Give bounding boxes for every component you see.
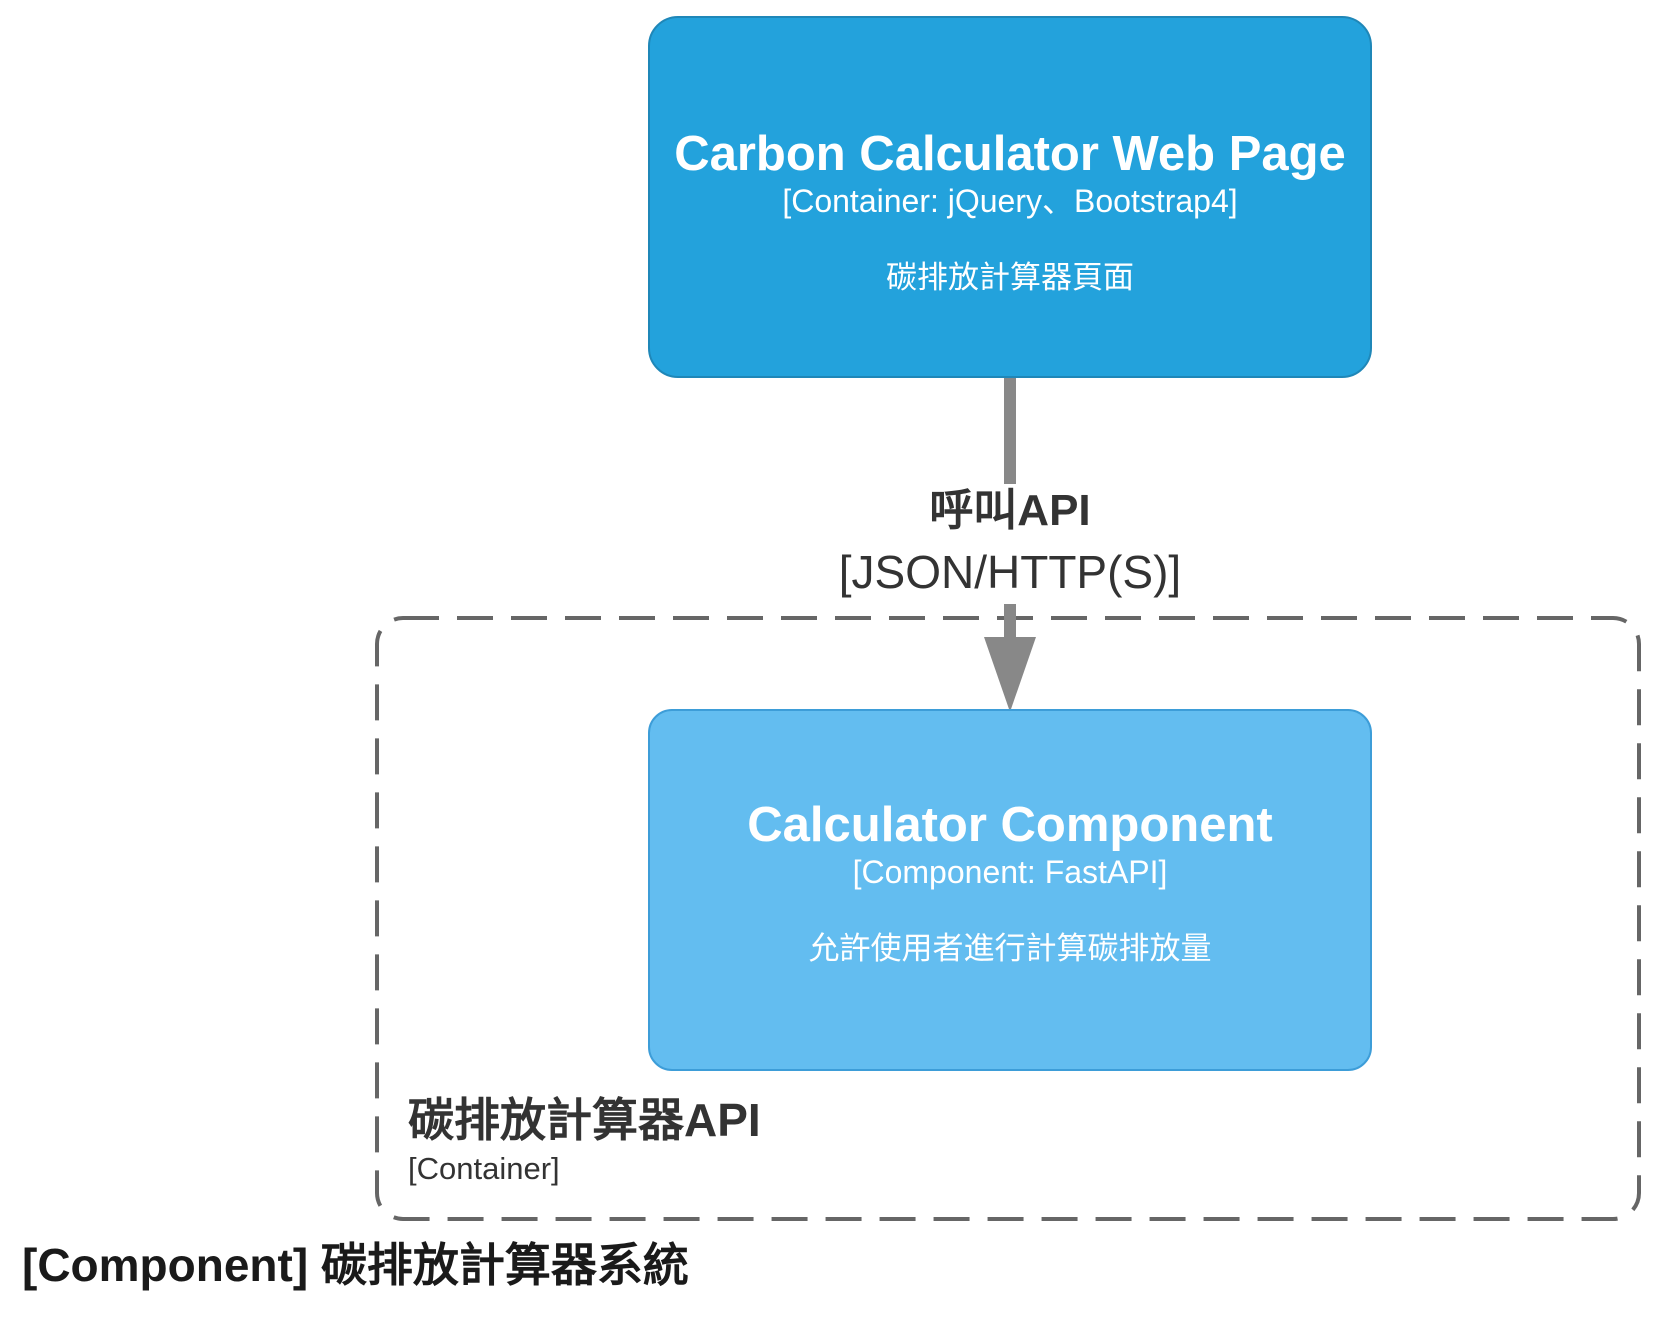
diagram-title: [Component] 碳排放計算器系統 (22, 1239, 689, 1291)
web-page-technology: [Container: jQuery、Bootstrap4] (782, 183, 1238, 219)
calculator-component-node[interactable]: Calculator Component [Component: FastAPI… (648, 709, 1372, 1071)
web-page-container-node[interactable]: Carbon Calculator Web Page [Container: j… (648, 16, 1372, 378)
web-page-description: 碳排放計算器頁面 (886, 260, 1134, 296)
calculator-title: Calculator Component (747, 798, 1273, 852)
calculator-description: 允許使用者進行計算碳排放量 (808, 931, 1212, 967)
edge-label: 呼叫API (929, 486, 1091, 535)
boundary-type: [Container] (408, 1151, 560, 1186)
web-page-title: Carbon Calculator Web Page (674, 127, 1346, 181)
edge-technology: [JSON/HTTP(S)] (838, 546, 1182, 598)
calculator-technology: [Component: FastAPI] (852, 854, 1168, 890)
boundary-name: 碳排放計算器API (408, 1094, 761, 1146)
edge-arrowhead (984, 637, 1036, 712)
